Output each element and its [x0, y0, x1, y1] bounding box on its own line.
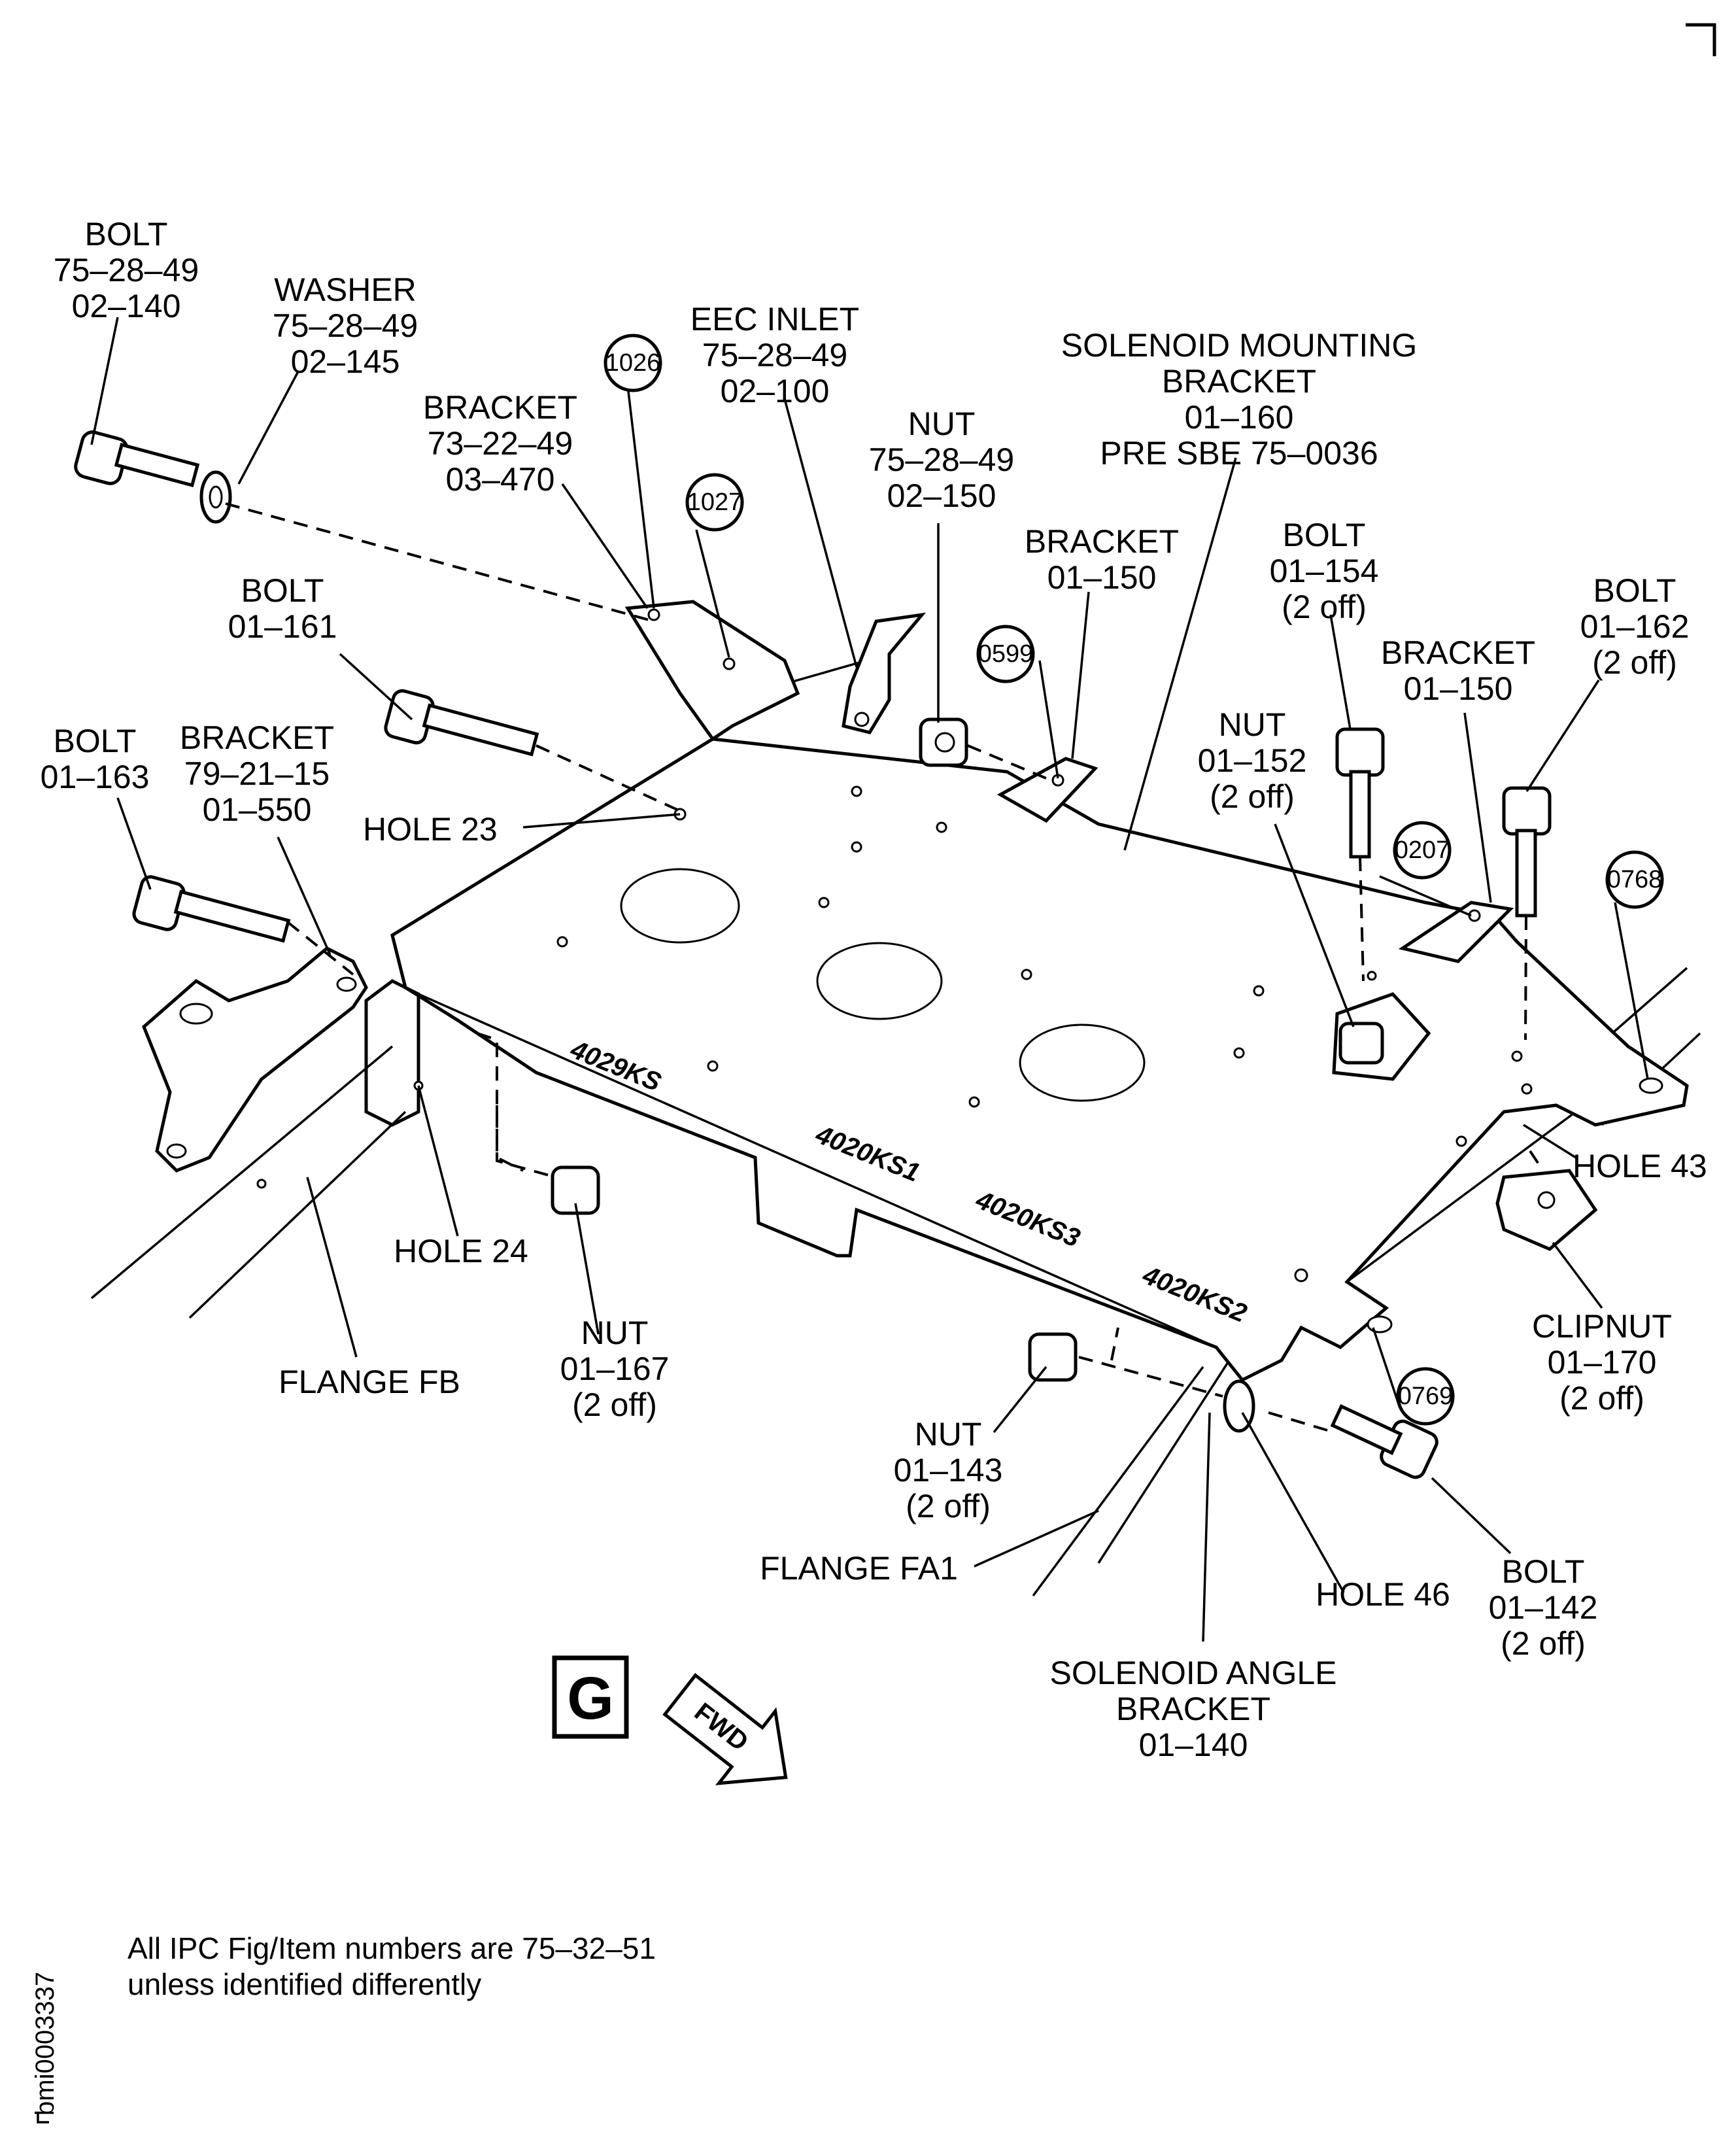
- svg-text:0769: 0769: [1398, 1383, 1454, 1410]
- bolt-01-142-shape: [1330, 1404, 1438, 1479]
- assembly-centerlines: [225, 502, 1544, 1434]
- svg-text:0599: 0599: [978, 640, 1034, 668]
- ref-circle-1027: 1027: [685, 473, 744, 532]
- plate-small-holes: [413, 785, 1533, 1282]
- svg-text:0207: 0207: [1395, 836, 1450, 864]
- nut-01-152-shape: [1338, 1022, 1384, 1065]
- nut-01-167-shape: [551, 1165, 600, 1215]
- callout-hole-46: HOLE 46: [1316, 1576, 1450, 1613]
- corner-crop-mark: [1686, 23, 1716, 56]
- bolt-02-140-shape: [74, 430, 200, 488]
- callout-flange-fa1: FLANGE FA1: [760, 1550, 958, 1587]
- bracket-79-21-15-shape: [142, 946, 368, 1189]
- fwd-arrow-icon: FWD: [662, 1673, 788, 1785]
- svg-text:1026: 1026: [605, 349, 661, 377]
- svg-text:0768: 0768: [1607, 866, 1663, 893]
- nut-02-150-shape: [919, 717, 968, 767]
- document-id: bmi0003337: [31, 1972, 60, 2124]
- callout-hole-23: HOLE 23: [363, 811, 498, 848]
- eec-inlet-bracket-shape: [624, 600, 1514, 1081]
- svg-text:1027: 1027: [687, 489, 743, 516]
- svg-text:bmi0003337: bmi0003337: [31, 1972, 60, 2116]
- svg-text:G: G: [567, 1665, 614, 1732]
- clipnut-01-170-shape: [1495, 1169, 1598, 1251]
- bolt-01-163-shape: [132, 875, 291, 943]
- solenoid-mounting-plate: [364, 737, 1689, 1383]
- reference-circles: 1026 1027 0599 0207 0768 0769: [604, 334, 1664, 1426]
- ref-circle-0768: 0768: [1605, 850, 1664, 909]
- callout-hole-43: HOLE 43: [1573, 1148, 1707, 1184]
- nut-01-143-shape: [1028, 1332, 1078, 1382]
- bolt-01-154-shape: [1335, 727, 1385, 859]
- ref-circle-0769: 0769: [1396, 1367, 1455, 1426]
- callout-hole-24: HOLE 24: [394, 1233, 528, 1269]
- ref-circle-1026: 1026: [604, 334, 662, 392]
- bolt-01-162-shape: [1502, 786, 1552, 918]
- ref-circle-0207: 0207: [1393, 821, 1452, 880]
- bolt-01-161-shape: [384, 689, 539, 757]
- ref-circle-0599: 0599: [976, 625, 1035, 683]
- callout-flange-fb: FLANGE FB: [279, 1364, 460, 1400]
- view-letter-box: G: [552, 1655, 629, 1739]
- leader-lines: [90, 317, 1649, 1642]
